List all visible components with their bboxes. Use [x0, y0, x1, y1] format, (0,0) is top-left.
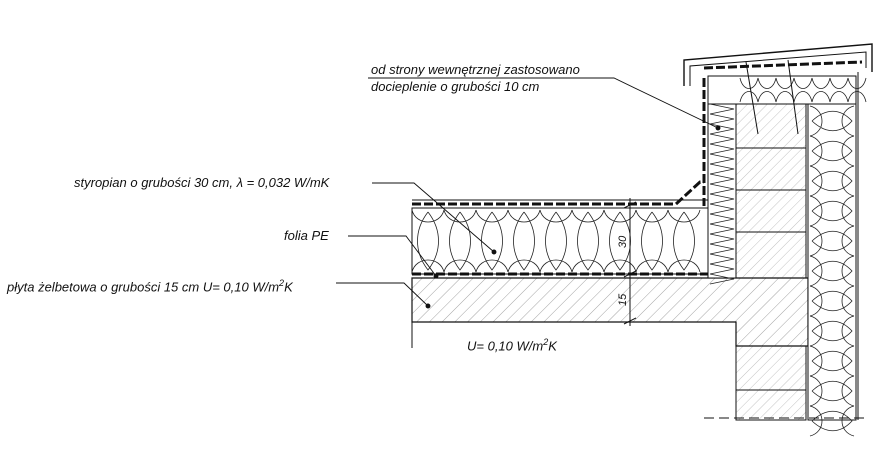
dimension-lines [623, 198, 637, 326]
label-slab-text: płyta żelbetowa o grubości 15 cm U= 0,10… [7, 279, 280, 295]
leader-lines [336, 77, 721, 309]
roof-insulation-layer [411, 180, 808, 279]
inner-wall-insulation [702, 78, 737, 285]
label-slab-sup: 2 [279, 278, 285, 288]
roof-membrane [412, 180, 704, 206]
parapet-flashing [683, 43, 873, 86]
parapet-top [683, 43, 873, 135]
label-styrofoam: styropian o grubości 30 cm, λ = 0,032 W/… [74, 175, 330, 190]
label-pe-foil: folia PE [284, 228, 329, 243]
label-u-bottom-sup: 2 [543, 337, 549, 347]
label-inner-insulation-line2: docieplenie o grubości 10 cm [371, 79, 540, 94]
label-u-value-bottom: U= 0,10 W/m2K [467, 335, 557, 353]
insulation-bulbs [411, 209, 701, 273]
outer-wall-insulation [807, 72, 859, 437]
label-concrete-slab: płyta żelbetowa o grubości 15 cm U= 0,10… [7, 276, 293, 294]
dimension-insulation-thickness: 30 [617, 235, 629, 248]
label-inner-insulation-line1: od strony wewnętrznej zastosowano [371, 62, 580, 77]
label-u-bottom-text: U= 0,10 W/m [467, 338, 544, 354]
label-slab-suffix: K [284, 279, 293, 295]
label-u-bottom-suffix: K [548, 338, 557, 354]
dimension-slab-thickness: 15 [617, 293, 629, 306]
masonry-wall [735, 103, 807, 421]
